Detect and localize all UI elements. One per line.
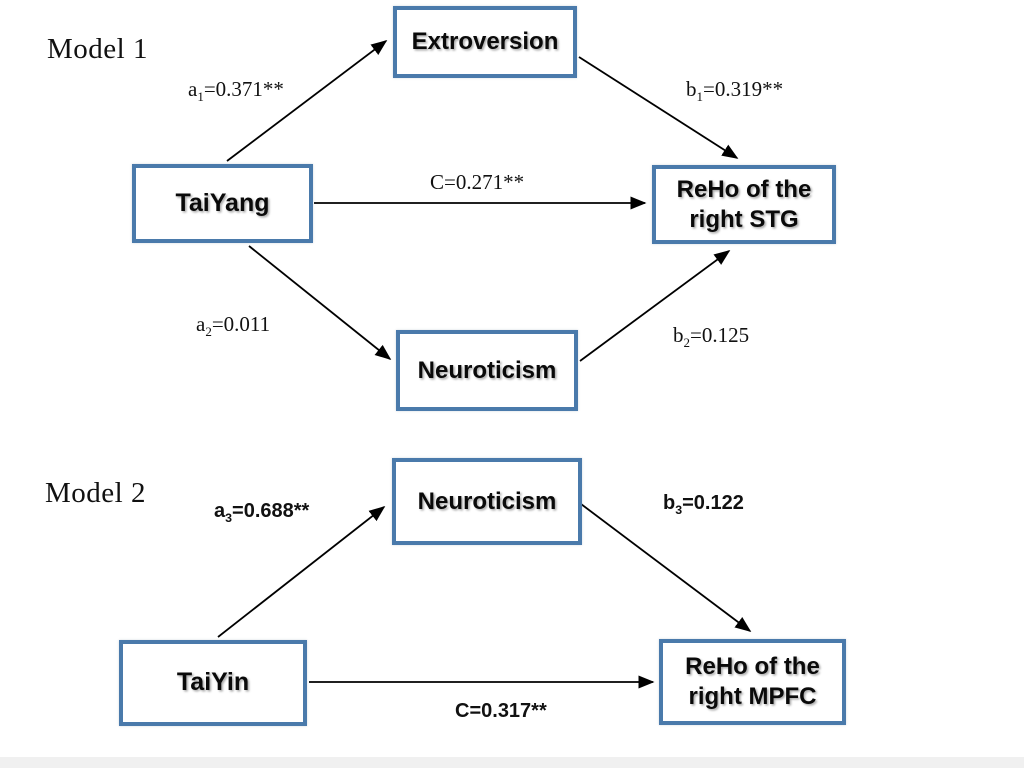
model2-title: Model 2 xyxy=(45,477,146,509)
arrow-taiyang-neuroticism1 xyxy=(248,245,392,361)
model1-title: Model 1 xyxy=(47,33,148,65)
path-label-b2: b2=0.125 xyxy=(673,323,750,351)
path-label-c1: C=0.271** xyxy=(430,170,525,194)
node-taiyin: TaiYin xyxy=(119,640,307,726)
path-label-a3: a3=0.688** xyxy=(214,500,310,525)
path-label-b3: b3=0.122 xyxy=(663,492,744,517)
node-reho-right-mpfc: ReHo of the right MPFC xyxy=(659,639,846,725)
arrow-neuroticism2-rehompfc xyxy=(580,503,752,632)
arrow-neuroticism1-rehostg xyxy=(579,250,731,362)
arrow-taiyang-extroversion xyxy=(226,40,388,162)
arrow-taiyin-neuroticism2 xyxy=(217,506,386,638)
path-label-c2: C=0.317** xyxy=(455,700,547,722)
path-label-b1: b1=0.319** xyxy=(686,77,784,105)
path-label-a2: a2=0.011 xyxy=(196,312,271,340)
bottom-strip xyxy=(0,757,1024,768)
node-reho-right-stg: ReHo of the right STG xyxy=(652,165,836,244)
node-neuroticism-model2: Neuroticism xyxy=(392,458,582,545)
node-taiyang: TaiYang xyxy=(132,164,313,243)
arrow-extroversion-rehostg xyxy=(578,56,739,159)
node-extroversion: Extroversion xyxy=(393,6,577,78)
path-label-a1: a1=0.371** xyxy=(188,77,284,105)
node-neuroticism-model1: Neuroticism xyxy=(396,330,578,411)
